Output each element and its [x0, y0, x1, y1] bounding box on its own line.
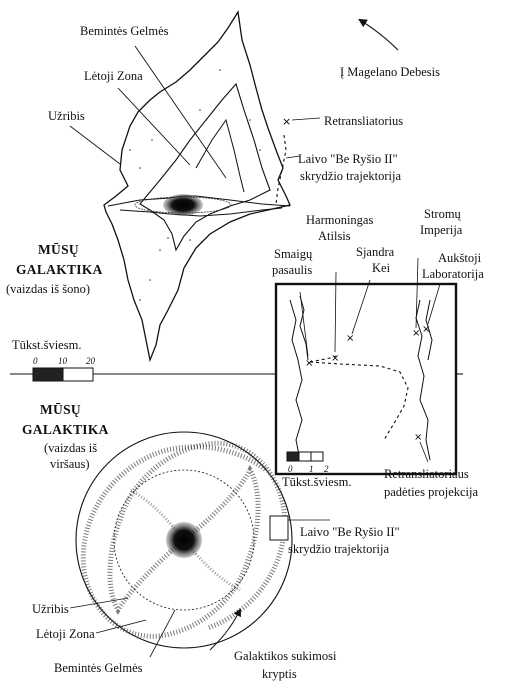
relay-label: Retransliatorius [324, 114, 403, 128]
ship-path-inset [309, 361, 409, 441]
rotation-arrow [209, 608, 241, 651]
spiral-galaxy [69, 431, 330, 658]
high-lab-label-1: Aukštoji [438, 251, 482, 265]
top-subtitle-2: viršaus) [50, 457, 90, 471]
leader-slow-top [117, 87, 191, 166]
scale-inset-tick-0: 0 [288, 464, 293, 474]
beyond-label-bottom: Užribis [32, 602, 69, 616]
leader-beyond-top [69, 125, 121, 165]
rotation-label-1: Galaktikos sukimosi [234, 649, 337, 663]
beyond-label-top: Užribis [48, 109, 85, 123]
snail-marker: × [305, 358, 313, 369]
slow-zone-boundary [139, 82, 271, 252]
galactic-core [163, 194, 203, 216]
harmonious-label-1: Harmoningas [306, 213, 373, 227]
magellan-arrow [358, 18, 399, 51]
scale-inset-tick-1: 1 [309, 464, 314, 474]
streams-marker: × [412, 328, 420, 339]
relay-proj-marker: × [414, 432, 422, 443]
relay-proj-label-2: padėties projekcija [384, 485, 479, 499]
side-view-galaxy: × [69, 10, 321, 363]
outer-boundary [103, 10, 291, 363]
side-title-1: MŪSŲ [38, 242, 79, 257]
relay-marker-top: × [282, 115, 291, 128]
scale-top-tick-0: 0 [33, 356, 38, 366]
high-lab-label-2: Laboratorija [422, 267, 484, 281]
ship-path-label-top-2: skrydžio trajektorija [300, 169, 401, 183]
zoom-inset: × × × × × × [274, 257, 463, 476]
scale-top-label: Tūkst.šviesm. [12, 338, 81, 352]
ship-path-label-bottom-1: Laivo "Be Ryšio II" [300, 525, 400, 539]
core-label-top: Bemintės Gelmės [80, 24, 169, 38]
sjandra-label-1: Sjandra [356, 245, 395, 259]
top-title-1: MŪSŲ [40, 402, 81, 417]
scale-inset-tick-2: 2 [324, 464, 329, 474]
scale-top-tick-10: 10 [58, 356, 68, 366]
snail-label-1: Smaigų [274, 247, 313, 261]
slow-zone-label-top: Lėtoji Zona [84, 69, 143, 83]
streams-label-1: Stromų [424, 207, 462, 221]
top-subtitle-1: (vaizdas iš [44, 441, 97, 455]
side-title-2: GALAKTIKA [16, 262, 103, 277]
ship-path-label-top-1: Laivo "Be Ryšio II" [298, 152, 398, 166]
rotation-label-2: kryptis [262, 667, 297, 681]
beyond-ring [75, 431, 293, 649]
snail-label-2: pasaulis [272, 263, 312, 277]
magellan-label: Į Magelano Debesis [340, 65, 440, 79]
scale-inset-label: Tūkst.šviesm. [282, 475, 351, 489]
relay-proj-label-1: Retransliatoriaus [384, 467, 469, 481]
core-label-bottom: Bemintės Gelmės [54, 661, 143, 675]
side-subtitle: (vaizdas iš šono) [6, 282, 90, 296]
lab-marker: × [422, 324, 430, 335]
scale-top-tick-20: 20 [86, 356, 96, 366]
ship-path-label-bottom-2: skrydžio trajektorija [288, 542, 389, 556]
leader-core-top [134, 45, 227, 179]
streams-label-2: Imperija [420, 223, 463, 237]
slow-zone-label-bottom: Lėtoji Zona [36, 627, 95, 641]
sjandra-label-2: Kei [372, 261, 391, 275]
harmonious-label-2: Atilsis [318, 229, 351, 243]
sjandra-marker: × [346, 333, 354, 344]
harmonious-marker: × [331, 353, 339, 364]
spiral-core [166, 522, 202, 558]
relay-box [269, 515, 289, 541]
scale-bar-top [10, 367, 276, 382]
top-title-2: GALAKTIKA [22, 422, 109, 437]
